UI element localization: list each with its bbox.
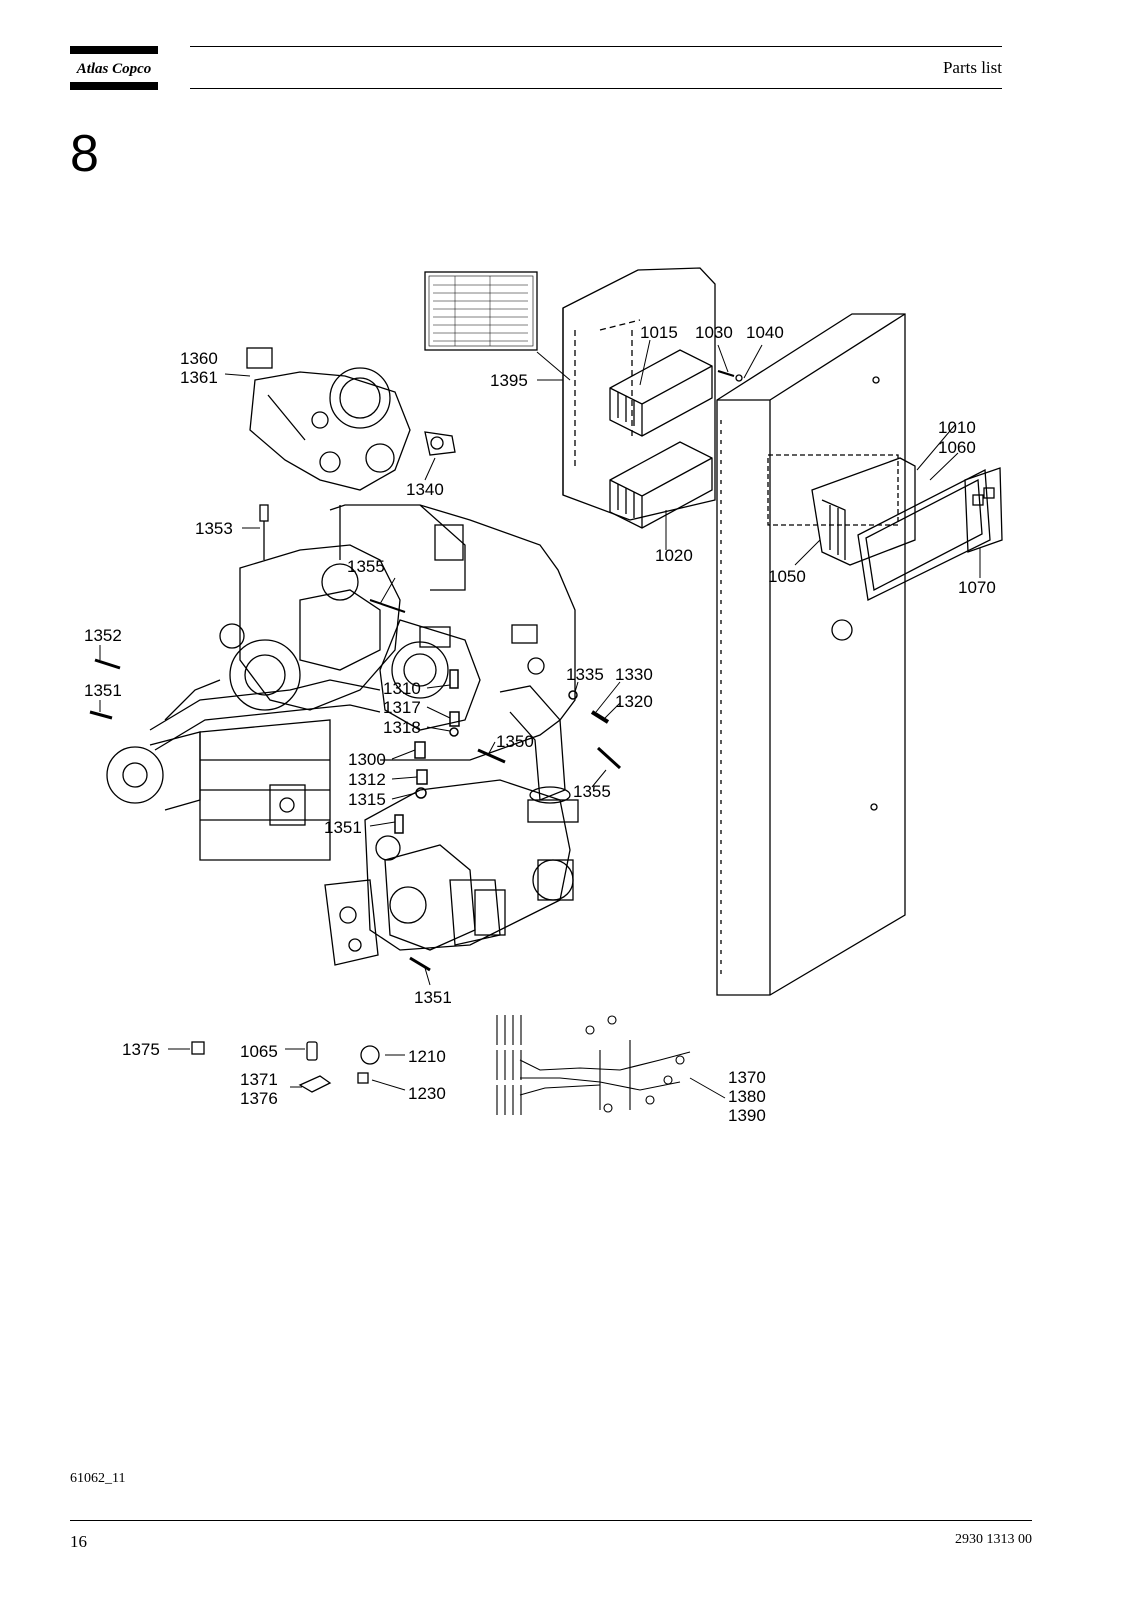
callout-1352: 1352 <box>84 626 122 645</box>
solenoid-valve <box>424 431 456 456</box>
callout-1070: 1070 <box>958 578 996 597</box>
callout-1355-upper: 1355 <box>347 557 385 576</box>
leader-lines <box>99 339 981 1099</box>
filter-element-lower <box>609 441 713 529</box>
callout-1312: 1312 <box>348 770 386 789</box>
callout-1015: 1015 <box>640 323 678 342</box>
callout-1371: 1371 <box>240 1070 278 1089</box>
clamp <box>360 1045 380 1065</box>
callout-1395: 1395 <box>490 371 528 390</box>
lower-compressor-stage <box>324 779 574 966</box>
callout-1317: 1317 <box>383 698 421 717</box>
part-callouts: 1360 1361 1395 1015 1030 1040 1010 1060 … <box>84 323 996 1125</box>
callout-1030: 1030 <box>695 323 733 342</box>
washer <box>735 374 743 382</box>
header-rule-bottom <box>190 88 1002 89</box>
callout-1351-middle: 1351 <box>324 818 362 837</box>
callout-1370: 1370 <box>728 1068 766 1087</box>
wiring-harness <box>496 1015 691 1115</box>
callout-1351-left: 1351 <box>84 681 122 700</box>
enclosure-back-panel <box>562 267 716 521</box>
callout-1376: 1376 <box>240 1089 278 1108</box>
callout-1353: 1353 <box>195 519 233 538</box>
page-number: 16 <box>70 1532 87 1551</box>
compressor-element <box>219 504 576 761</box>
display-overlay <box>964 467 1003 553</box>
footer-rule <box>70 1520 1032 1521</box>
callout-1310: 1310 <box>383 679 421 698</box>
cable-tie <box>298 1075 332 1093</box>
page-header-title: Parts list <box>942 58 1002 77</box>
controller-display-module <box>811 457 916 566</box>
document-number: 2930 1313 00 <box>955 1532 1032 1547</box>
callout-1315: 1315 <box>348 790 386 809</box>
callout-1360: 1360 <box>180 349 218 368</box>
oil-cooler-assembly <box>106 679 381 861</box>
callout-1060: 1060 <box>938 438 976 457</box>
callout-1040: 1040 <box>746 323 784 342</box>
callout-1330: 1330 <box>615 665 653 684</box>
callout-1318: 1318 <box>383 718 421 737</box>
callout-1390: 1390 <box>728 1106 766 1125</box>
callout-1375: 1375 <box>122 1040 160 1059</box>
intake-valve-assembly <box>246 347 411 491</box>
callout-1230: 1230 <box>408 1084 446 1103</box>
callout-1380: 1380 <box>728 1087 766 1106</box>
data-plate-decal <box>424 271 538 351</box>
callout-1350: 1350 <box>496 732 534 751</box>
enclosure-door-panel <box>716 313 906 996</box>
bolt <box>717 369 735 378</box>
exploded-view-figure: 1360 1361 1395 1015 1030 1040 1010 1060 … <box>84 267 1003 1125</box>
header-rule-top <box>190 46 1002 47</box>
sensor-1353 <box>259 504 269 560</box>
callout-1355-lower: 1355 <box>573 782 611 801</box>
atlas-copco-logo: Atlas Copco <box>70 46 158 90</box>
display-frame <box>857 468 991 601</box>
figure-id: 61062_11 <box>70 1471 126 1486</box>
decal-part <box>191 1041 205 1055</box>
callout-1050: 1050 <box>768 567 806 586</box>
cable-tie-mount <box>306 1041 318 1061</box>
filter-element-upper <box>609 349 713 437</box>
callout-1010: 1010 <box>938 418 976 437</box>
logo-text: Atlas Copco <box>76 61 152 77</box>
callout-1020: 1020 <box>655 546 693 565</box>
callout-1065: 1065 <box>240 1042 278 1061</box>
callout-1210: 1210 <box>408 1047 446 1066</box>
callout-1335: 1335 <box>566 665 604 684</box>
discharge-piping <box>499 685 579 823</box>
callout-1320: 1320 <box>615 692 653 711</box>
clamp-nut <box>357 1072 369 1084</box>
callout-1361: 1361 <box>180 368 218 387</box>
callout-1340: 1340 <box>406 480 444 499</box>
callout-1351-bottom: 1351 <box>414 988 452 1007</box>
callout-1300: 1300 <box>348 750 386 769</box>
pressure-sensors <box>89 658 622 972</box>
section-number: 8 <box>70 125 99 183</box>
